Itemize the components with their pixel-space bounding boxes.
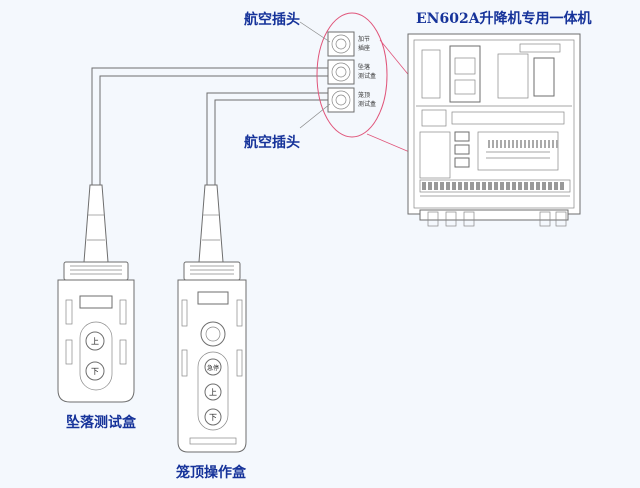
fall-box-up-button-shape bbox=[85, 331, 105, 351]
fall-box-down-button-shape bbox=[85, 361, 105, 381]
connector-label-3-line1: 笼顶 bbox=[358, 92, 371, 99]
label-cage-top-box: 笼顶操作盒 bbox=[176, 465, 246, 481]
cage-box-stop-label: 急停 bbox=[206, 365, 219, 372]
terminal-block bbox=[512, 182, 516, 190]
relay-pin bbox=[536, 140, 538, 148]
cage-top-box bbox=[177, 261, 247, 453]
relay-pin bbox=[508, 140, 510, 148]
terminal-block bbox=[464, 182, 468, 190]
terminal-block bbox=[524, 182, 528, 190]
relay-pin bbox=[552, 140, 554, 148]
terminal-block bbox=[554, 182, 558, 190]
terminal-block bbox=[422, 182, 426, 190]
cable-cage-box bbox=[206, 92, 330, 185]
terminal-block bbox=[530, 182, 534, 190]
terminal-block bbox=[434, 182, 438, 190]
relay-pin bbox=[532, 140, 534, 148]
terminal-block bbox=[446, 182, 450, 190]
terminal-block bbox=[536, 182, 540, 190]
terminal-block bbox=[494, 182, 498, 190]
terminal-block bbox=[500, 182, 504, 190]
label-aviation-connector-bottom: 航空插头 bbox=[244, 135, 300, 151]
terminal-block bbox=[518, 182, 522, 190]
terminal-block bbox=[488, 182, 492, 190]
label-aviation-connector-top: 航空插头 bbox=[244, 12, 300, 28]
terminal-block bbox=[458, 182, 462, 190]
label-fall-test-box: 坠落测试盒 bbox=[66, 415, 136, 431]
relay-pin bbox=[488, 140, 490, 148]
relay-pin bbox=[520, 140, 522, 148]
fall-box-up-label: 上 bbox=[91, 337, 99, 346]
aviation-connectors bbox=[327, 31, 355, 113]
terminal-block bbox=[482, 182, 486, 190]
cable-fall-box bbox=[91, 67, 330, 185]
strain-relief-cage-box bbox=[198, 184, 224, 263]
relay-pin bbox=[504, 140, 506, 148]
cage-box-up-label: 上 bbox=[209, 388, 217, 397]
cage-box-down-label: 下 bbox=[209, 413, 217, 422]
connector-label-1-line1: 加节 bbox=[358, 36, 371, 43]
terminal-block bbox=[548, 182, 552, 190]
connector-label-2-line2: 测试盒 bbox=[358, 73, 377, 80]
relay-pin bbox=[548, 140, 550, 148]
fall-box-down-label: 下 bbox=[91, 367, 99, 376]
relay-pin bbox=[500, 140, 502, 148]
terminal-block bbox=[428, 182, 432, 190]
terminal-block bbox=[476, 182, 480, 190]
relay-pin bbox=[516, 140, 518, 148]
strain-relief-fall-box bbox=[83, 184, 109, 263]
cabinet-title: EN602A升降机专用一体机 bbox=[416, 11, 592, 27]
relay-pin bbox=[496, 140, 498, 148]
connector-label-3-line2: 测试盒 bbox=[358, 101, 377, 108]
fall-test-box bbox=[57, 261, 135, 403]
relay-pin bbox=[556, 140, 558, 148]
terminal-block bbox=[542, 182, 546, 190]
relay-pin bbox=[524, 140, 526, 148]
terminal-block bbox=[470, 182, 474, 190]
emergency-stop-ring bbox=[200, 321, 226, 347]
relay-pin bbox=[540, 140, 542, 148]
pointer-bottom bbox=[299, 103, 331, 129]
relay-pin bbox=[512, 140, 514, 148]
terminal-block bbox=[440, 182, 444, 190]
terminal-block bbox=[560, 182, 564, 190]
relay-pin bbox=[528, 140, 530, 148]
relay-pin bbox=[492, 140, 494, 148]
terminal-block bbox=[452, 182, 456, 190]
control-cabinet bbox=[407, 33, 581, 227]
terminal-block bbox=[506, 182, 510, 190]
relay-pin bbox=[544, 140, 546, 148]
pointer-top bbox=[299, 21, 331, 43]
connector-label-1-line2: 插座 bbox=[358, 45, 371, 52]
connector-label-2-line1: 坠落 bbox=[358, 64, 371, 71]
